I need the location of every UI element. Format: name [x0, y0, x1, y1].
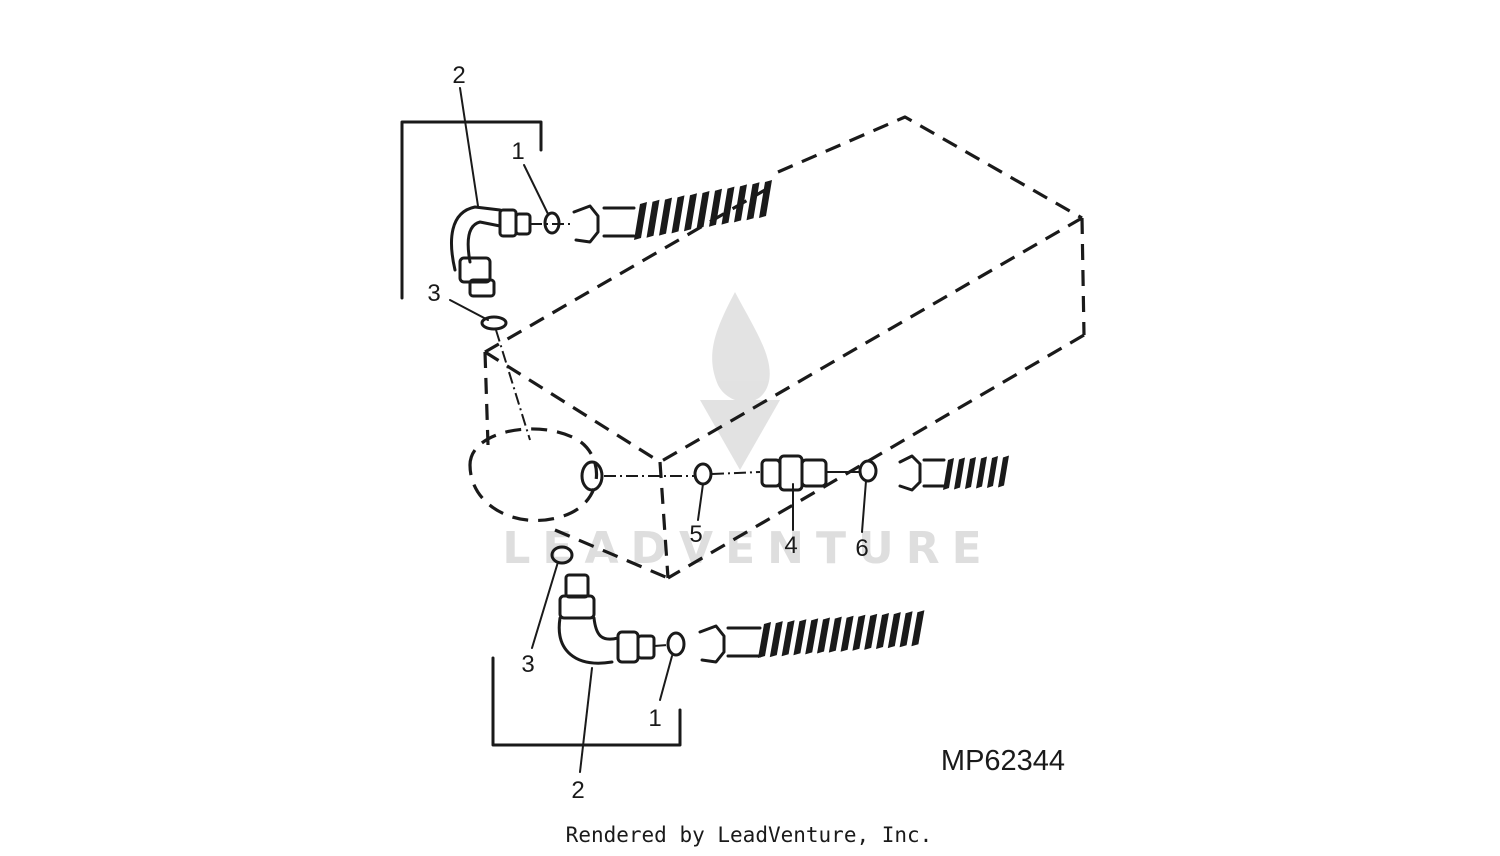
flame-logo-icon [700, 292, 780, 470]
hose-band [684, 193, 697, 232]
hose-band [998, 455, 1009, 488]
watermark-text: LEADVENTURE [502, 523, 993, 574]
hose-band [987, 456, 998, 488]
hose-band [954, 457, 965, 490]
bottom-hose [698, 610, 925, 664]
top-hose [572, 180, 772, 244]
bottom-washer [666, 631, 686, 657]
hose-band [828, 616, 842, 653]
bracket-bottom [491, 656, 682, 747]
hose-band [805, 618, 819, 655]
top-seal-centerline [495, 329, 531, 441]
callout-washer-5: 5 [689, 521, 702, 548]
callout-top-washer: 1 [511, 138, 524, 165]
callout-top-seal: 3 [427, 280, 440, 307]
hose-band [758, 622, 771, 658]
hose-band [734, 184, 747, 223]
hose-band [976, 456, 987, 489]
callout-union: 4 [784, 532, 797, 559]
middle-hose [898, 454, 1009, 492]
washer-5 [693, 462, 713, 486]
union-fitting [760, 454, 828, 492]
hose-band [793, 619, 807, 656]
hose-band [887, 612, 901, 649]
bottom-elbow-fitting [557, 573, 656, 665]
hose-band [864, 613, 878, 650]
hose-band [696, 191, 710, 229]
hose-band [852, 614, 866, 651]
bottom-seal [550, 545, 574, 565]
leader-lines [449, 87, 867, 773]
hose-band [671, 195, 685, 234]
callout-washer-6: 6 [855, 535, 868, 562]
bottom-centerline [653, 644, 669, 647]
hose-band [759, 180, 772, 218]
bracket-top [400, 120, 543, 300]
hose-band [746, 182, 760, 221]
top-seal [480, 315, 508, 331]
hose-band [769, 621, 783, 658]
washer-6 [858, 459, 878, 483]
hose-band [709, 188, 722, 227]
hose-band [646, 199, 660, 238]
hose-band [840, 615, 854, 652]
watermark: LEADVENTURE [502, 292, 993, 574]
middle-centerline [711, 471, 761, 475]
callout-bottom-seal: 3 [521, 651, 534, 678]
hose-band [911, 610, 925, 647]
hose-band [659, 197, 672, 236]
hose-band [781, 620, 795, 657]
figure-id: MP62344 [941, 745, 1065, 777]
callout-bottom-washer: 1 [648, 705, 661, 732]
hose-band [876, 613, 889, 649]
tank-outline [468, 115, 1086, 580]
hose-band [817, 617, 830, 654]
middle-hose-bands [943, 455, 1009, 490]
hose-band [965, 457, 976, 489]
bottom-hose-bands [758, 610, 925, 658]
callouts: 2 1 3 4 5 6 3 1 2 [427, 62, 868, 804]
top-elbow-fitting [450, 205, 532, 298]
hose-band [721, 186, 735, 225]
hose-band [943, 458, 954, 490]
top-hose-bands [634, 180, 772, 240]
hose-band [899, 611, 913, 648]
hose-band [634, 202, 647, 240]
credit-text: Rendered by LeadVenture, Inc. [566, 823, 933, 847]
callout-top-elbow: 2 [452, 62, 465, 89]
tank-port [580, 460, 604, 492]
callout-bottom-elbow: 2 [571, 777, 584, 804]
